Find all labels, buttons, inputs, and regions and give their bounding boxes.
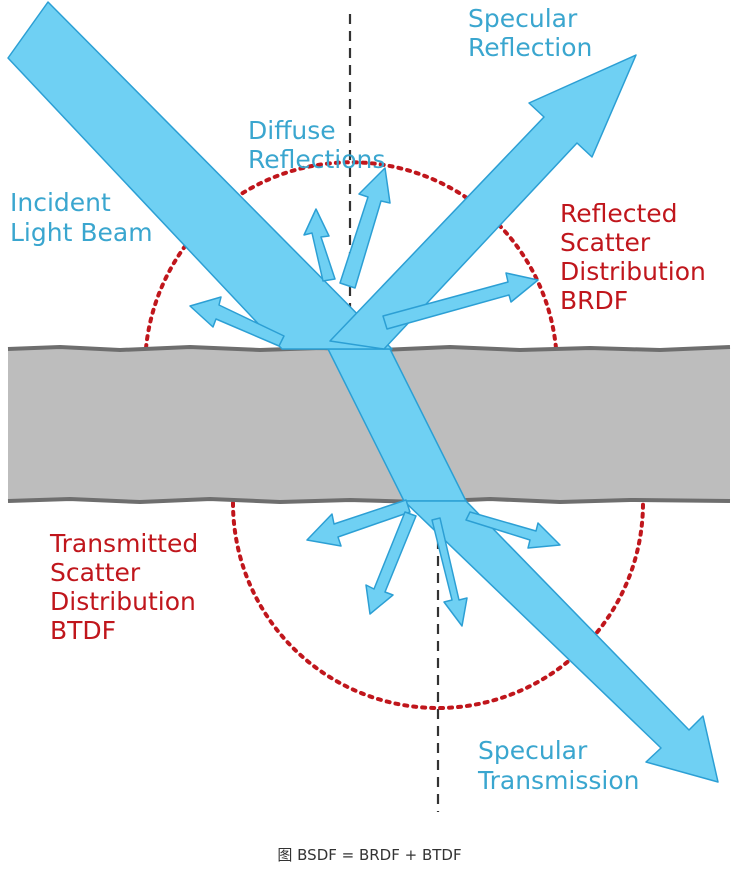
label-reflected-scatter-brdf: Reflected Scatter Distribution BRDF [560,199,714,315]
slab-bottom-edge [7,496,731,505]
incident-beam [7,1,393,350]
diffuse-arrow-3 [339,167,391,289]
diffuse-arrow-2 [303,208,336,282]
transmitted-arrow-2 [365,511,417,615]
transmitted-arrow-3 [431,517,468,627]
btdf-lobe [231,501,645,710]
transmitted-arrow-4 [465,511,561,549]
figure-caption: 图 BSDF = BRDF + BTDF [277,846,462,864]
label-specular-transmission: Specular Transmission [477,736,640,795]
transmitted-arrow-1 [306,499,411,547]
label-diffuse-reflections: Diffuse Reflections [248,116,385,174]
bsdf-diagram: Specular Reflection Diffuse Reflections … [7,1,731,812]
label-incident-light-beam: Incident Light Beam [10,188,153,247]
brdf-lobe [144,160,558,350]
diffuse-arrow-4 [382,272,539,330]
specular-transmission-arrow [403,500,719,783]
label-transmitted-scatter-btdf: Transmitted Scatter Distribution BTDF [49,529,206,645]
label-specular-reflection: Specular Reflection [468,4,592,62]
diffuse-arrow-1 [189,296,285,347]
